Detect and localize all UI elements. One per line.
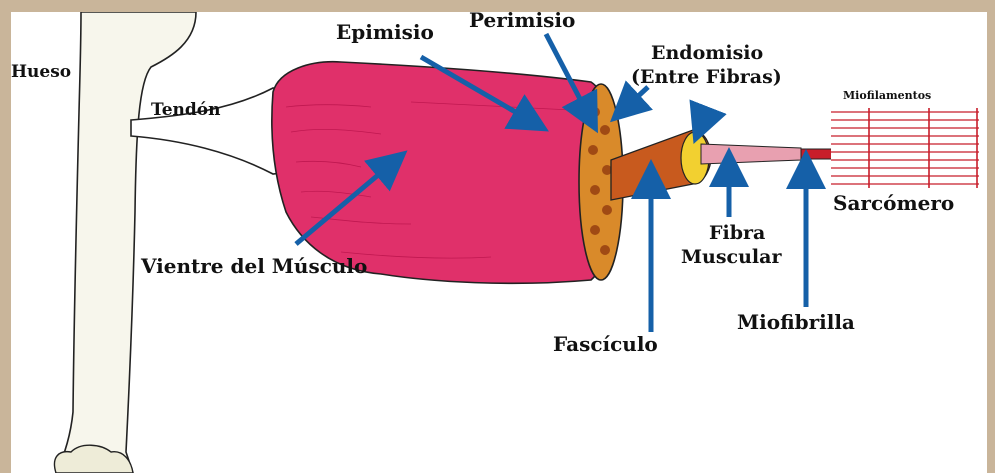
arrow-entre-fibras [699, 107, 708, 130]
muscle-anatomy-diagram [11, 12, 987, 473]
label-endomisio: Endomisio [651, 44, 763, 63]
label-muscular: Muscular [681, 248, 781, 267]
label-perimisio: Perimisio [469, 12, 575, 30]
label-miofilamentos: Miofilamentos [843, 90, 931, 101]
bone [56, 12, 196, 473]
label-sarcomero: Sarcómero [833, 193, 954, 213]
label-tendon: Tendón [151, 102, 220, 119]
diagram-panel: Hueso Tendón Epimisio Perimisio Endomisi… [11, 12, 987, 473]
myofibril [801, 149, 833, 159]
sarcomere-block [831, 108, 979, 188]
label-hueso: Hueso [11, 64, 71, 81]
label-miofibrilla: Miofibrilla [737, 312, 855, 332]
label-vientre: Vientre del Músculo [141, 256, 367, 276]
muscle-fiber [701, 144, 801, 164]
label-fasciculo: Fascículo [553, 334, 658, 354]
label-entre-fibras: (Entre Fibras) [631, 68, 782, 87]
arrow-endomisio [621, 87, 648, 112]
label-fibra: Fibra [709, 224, 765, 243]
label-epimisio: Epimisio [336, 22, 434, 42]
muscle-belly [272, 62, 611, 284]
